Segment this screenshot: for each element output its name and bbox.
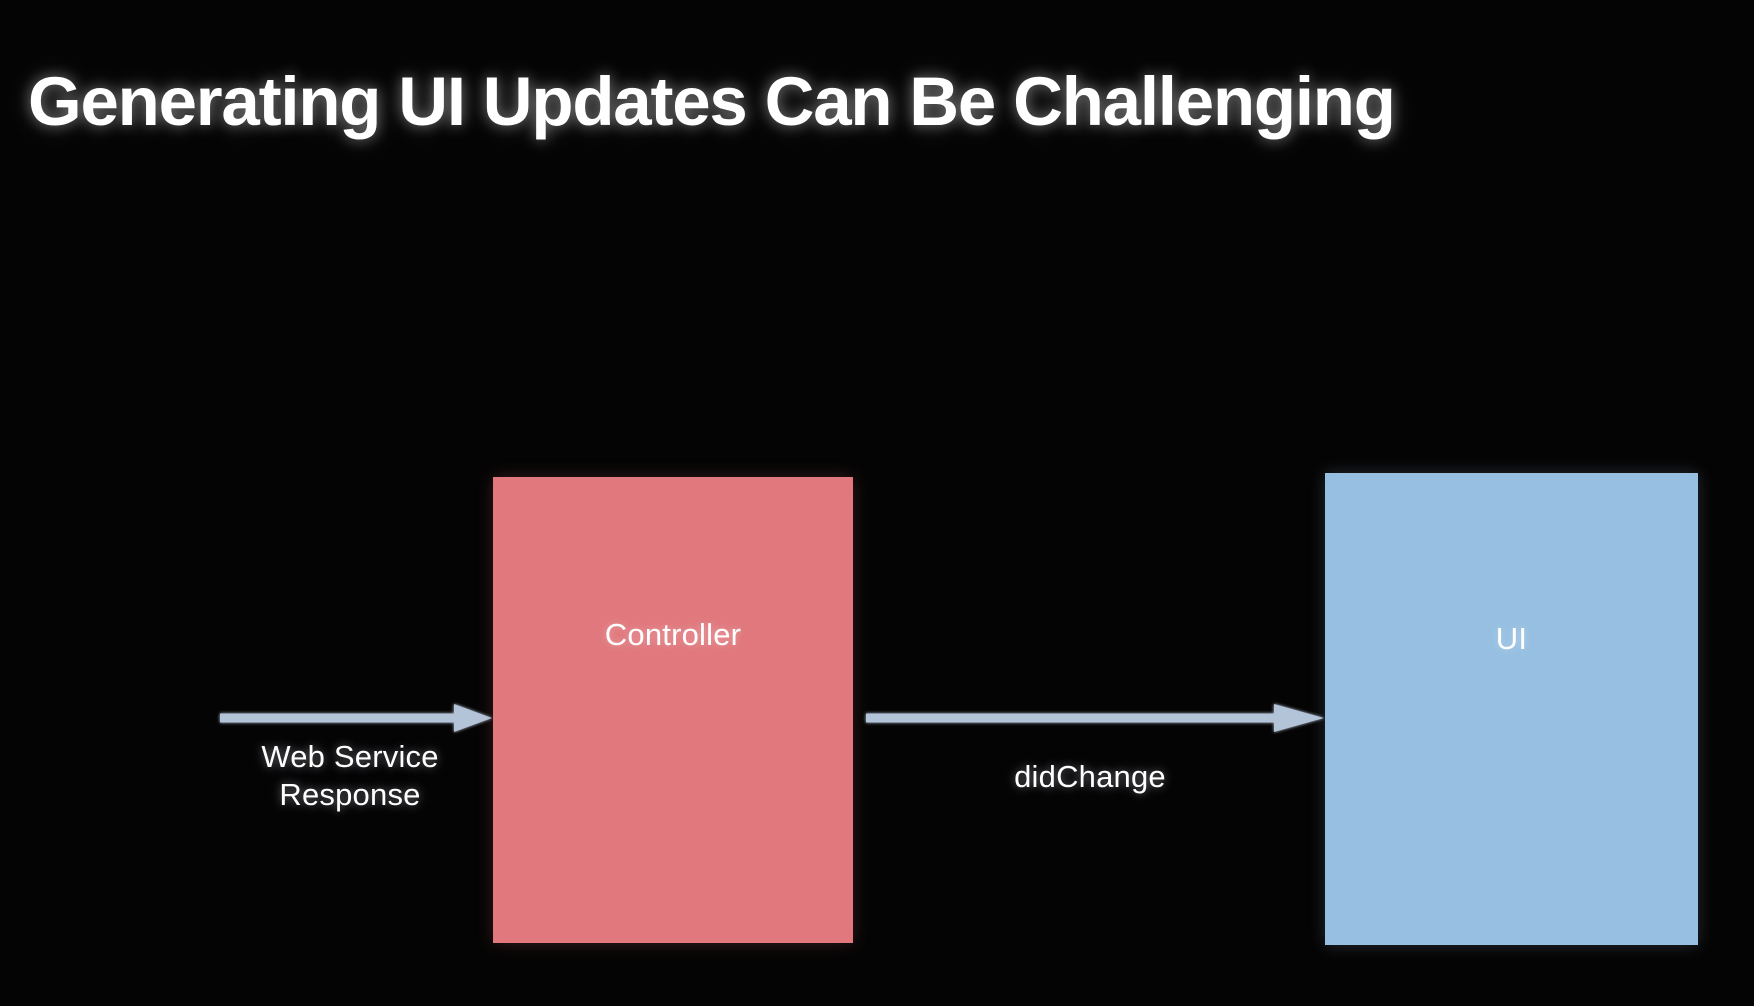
page-title: Generating UI Updates Can Be Challenging xyxy=(28,63,1396,141)
arrow-didchange-caption-line1: didChange xyxy=(1014,759,1166,794)
diagram-node-controller-label: Controller xyxy=(604,617,742,652)
diagram-node-controller[interactable]: Controller xyxy=(493,477,853,943)
arrow-web-service-to-controller xyxy=(220,704,492,732)
arrow-web-service-caption-line1: Web Service xyxy=(261,739,439,774)
arrow-didchange-caption: didChange xyxy=(940,758,1240,796)
diagram-node-ui[interactable]: UI xyxy=(1325,473,1698,945)
arrow-didchange-to-ui xyxy=(866,704,1324,732)
arrow-web-service-caption-line2: Response xyxy=(279,776,421,812)
diagram-node-ui-label: UI xyxy=(1495,621,1528,656)
arrow-web-service-caption: Web Service Response xyxy=(200,738,500,814)
